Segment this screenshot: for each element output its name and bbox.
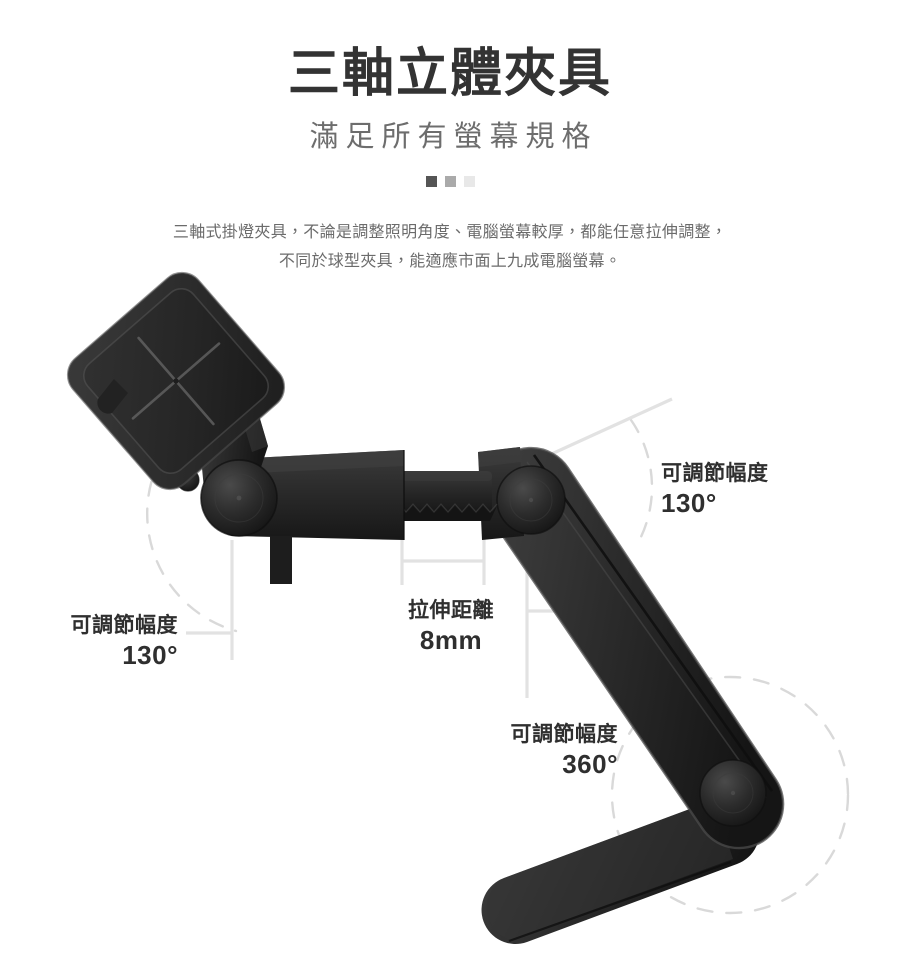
telescoping-rack-arm [388, 471, 498, 521]
header: 三軸立體夾具 滿足所有螢幕規格 [0, 0, 900, 188]
callout-rotate-360: 可調節幅度 360° [468, 722, 618, 781]
middle-pivot-joint [496, 465, 566, 535]
lower-arm [490, 446, 785, 850]
base-arm [481, 798, 760, 944]
dot-1 [425, 176, 437, 188]
callout-left-130-title: 可調節幅度 [70, 614, 178, 637]
callout-left-130: 可調節幅度 130° [18, 613, 178, 672]
callout-stretch-value: 8mm [419, 624, 483, 655]
page-subtitle: 滿足所有螢幕規格 [309, 121, 598, 154]
callout-stretch-title: 拉伸距離 [408, 599, 494, 622]
callout-rotate-360-title: 可調節幅度 [510, 723, 618, 746]
dot-3 [463, 176, 475, 188]
base-rotation-joint [699, 759, 767, 827]
description-paragraph: 三軸式掛燈夾具，不論是調整照明角度、電腦螢幕較厚，都能任意拉伸調整， 不同於球型… [0, 218, 900, 276]
callout-rotate-360-value: 360° [562, 748, 618, 779]
product-body [66, 271, 785, 944]
callout-left-130-value: 130° [122, 639, 178, 670]
dashed-arc-right-130 [629, 418, 654, 543]
page-title: 三軸立體夾具 [287, 45, 612, 103]
callout-stretch-distance: 拉伸距離 8mm [378, 598, 524, 657]
description-line-1: 三軸式掛燈夾具，不論是調整照明角度、電腦螢幕較厚，都能任意拉伸調整， [172, 224, 728, 241]
lower-clip-tab [270, 536, 292, 584]
dashed-circle-360 [610, 675, 850, 915]
dimension-line-8mm [400, 538, 486, 585]
dot-2 [444, 176, 456, 188]
clamp-head-rim [97, 379, 128, 414]
callout-right-130-value: 130° [661, 487, 717, 518]
pagination-dots [0, 155, 900, 188]
description-line-2: 不同於球型夾具，能適應市面上九成電腦螢幕。 [278, 253, 622, 270]
callout-right-130: 可調節幅度 130° [661, 461, 769, 520]
upper-pivot-joint [200, 459, 278, 537]
callout-right-130-title: 可調節幅度 [661, 462, 769, 485]
clamp-head-pad [66, 271, 286, 491]
